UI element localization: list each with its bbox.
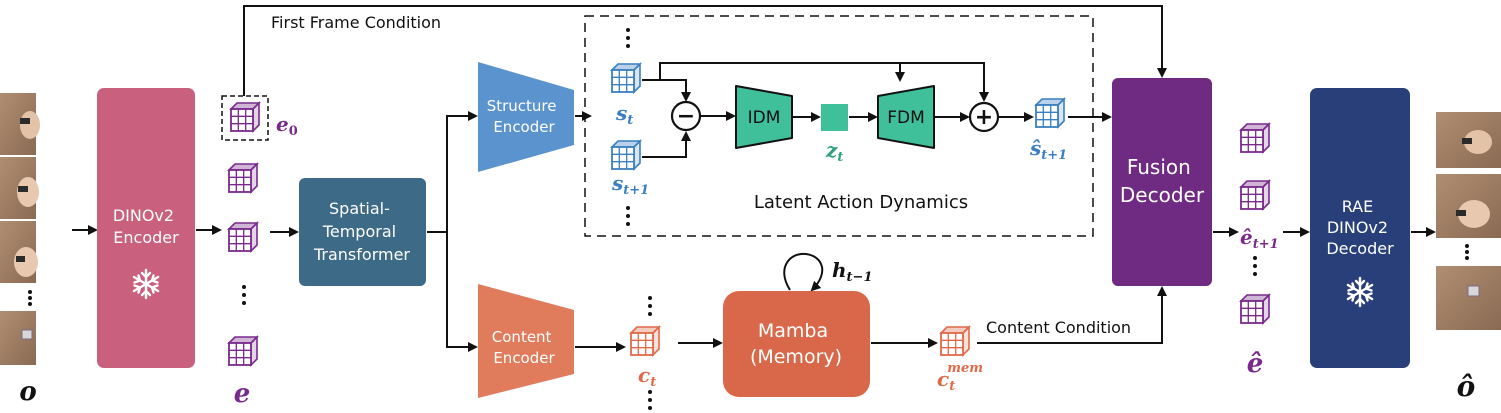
pred-embedding-cube-2 — [1240, 180, 1270, 210]
spatial-temporal-transformer-block: Spatial- Temporal Transformer — [299, 178, 426, 286]
rae-line3: Decoder — [1326, 239, 1394, 258]
pred-embedding-cube-1 — [1240, 123, 1270, 153]
svg-text:+: + — [975, 105, 993, 130]
content-condition-label: Content Condition — [986, 318, 1131, 337]
svg-text:DINOv2 Encoder: DINOv2 Encoder — [113, 206, 179, 247]
input-frame-1 — [0, 93, 40, 155]
o-hat-label: ô — [1457, 370, 1476, 403]
s-hat-next-label: ŝt+1 — [1029, 136, 1067, 163]
svg-text:FDM: FDM — [887, 108, 925, 128]
svg-text:RAE DINOv2 Decoder: RAE DINOv2 Decoder — [1326, 197, 1394, 258]
stt-line1: Spatial- — [329, 199, 390, 218]
fusion-decoder-line2: Decoder — [1120, 183, 1205, 207]
stt-line2: Temporal — [322, 222, 396, 241]
input-frame-3 — [0, 221, 38, 283]
structure-encoder-block: Structure Encoder — [478, 62, 574, 172]
idm-block: IDM — [735, 85, 793, 149]
input-frames — [0, 93, 40, 365]
first-frame-condition-label: First Frame Condition — [271, 13, 441, 32]
structure-encoder-line1: Structure — [487, 97, 557, 115]
input-frame-2 — [0, 157, 39, 219]
c-t-cube — [630, 326, 660, 356]
mamba-line2: (Memory) — [750, 346, 842, 368]
rae-line2: DINOv2 — [1327, 218, 1388, 237]
latent-action-dynamics-box — [584, 15, 1094, 237]
latent-action-dynamics-label: Latent Action Dynamics — [754, 192, 968, 213]
embedding-cube-1 — [228, 163, 258, 193]
fdm-block: FDM — [877, 85, 935, 149]
h-prev-label: ht−1 — [832, 258, 873, 285]
dinov2-encoder-block: DINOv2 Encoder — [97, 88, 195, 368]
s-next-to-minus — [642, 131, 691, 158]
stt-line3: Transformer — [313, 245, 410, 264]
e-hat-label: ê — [1247, 349, 1264, 379]
pred-embedding-cube-3 — [1240, 294, 1270, 324]
svg-text:−: − — [677, 104, 695, 129]
vertical-ellipsis — [28, 290, 32, 306]
e-label: e — [234, 379, 251, 409]
embedding-column — [221, 95, 269, 366]
output-frame-1 — [1436, 112, 1501, 168]
c-t-label: ct — [638, 363, 656, 390]
svg-text:IDM: IDM — [748, 108, 781, 128]
c-mem-label: ctmem — [937, 361, 983, 394]
content-encoder-line2: Encoder — [493, 349, 555, 367]
mamba-line1: Mamba — [758, 320, 828, 342]
e0-cube — [230, 102, 260, 132]
first-frame-condition-line — [243, 5, 1167, 96]
embedding-cube-3 — [228, 336, 258, 366]
mamba-recurrence-loop — [783, 252, 824, 292]
s-hat-next-cube — [1035, 98, 1065, 128]
minus-operator: − — [670, 100, 702, 132]
z-t-square — [821, 104, 848, 131]
e-hat-next-label: êt+1 — [1240, 225, 1279, 252]
input-frame-4 — [0, 311, 36, 365]
o-label: o — [19, 377, 36, 407]
svg-text:Fusion Decoder: Fusion Decoder — [1120, 155, 1205, 207]
output-frame-3 — [1436, 266, 1501, 330]
content-condition-line — [977, 286, 1167, 344]
svg-text:Spatial- Temporal: Spatial- Temporal Transformer — [313, 199, 410, 264]
content-encoder-line1: Content — [492, 328, 552, 346]
c-mem-cube — [940, 326, 970, 356]
s-t-top-line — [659, 62, 989, 102]
e0-label: e0 — [276, 112, 298, 139]
arrow-stt-to-content — [446, 232, 478, 352]
e0-dashed-box — [221, 95, 269, 141]
plus-operator: + — [968, 101, 1000, 133]
rae-dinov2-decoder-block: RAE DINOv2 Decoder — [1310, 88, 1410, 368]
z-t-label: zt — [825, 138, 843, 165]
svg-text:Mamba (Memory): Mamba (Memory) — [750, 320, 842, 368]
dinov2-encoder-line1: DINOv2 — [113, 206, 174, 225]
fusion-decoder-block: Fusion Decoder — [1112, 78, 1212, 286]
fusion-decoder-line1: Fusion — [1127, 155, 1191, 179]
embedding-cube-2 — [228, 222, 258, 252]
rae-line1: RAE — [1342, 197, 1374, 216]
structure-encoder-line2: Encoder — [493, 118, 555, 136]
output-frame-2 — [1436, 174, 1501, 238]
s-t-label: st — [615, 101, 633, 128]
s-next-cube — [611, 140, 641, 170]
s-t-cube — [611, 63, 641, 93]
s-next-label: st+1 — [611, 171, 649, 198]
svg-text:Content Encoder: Content Encoder — [492, 328, 556, 367]
content-encoder-block: Content Encoder — [478, 284, 574, 398]
s-t-to-minus — [642, 79, 691, 102]
output-frames — [1436, 112, 1501, 330]
dinov2-encoder-line2: Encoder — [113, 228, 179, 247]
arrow-stt-to-structure — [446, 111, 478, 232]
svg-text:Structure Encoder: Structure Encoder — [487, 97, 562, 136]
mamba-memory-block: Mamba (Memory) — [723, 291, 870, 397]
